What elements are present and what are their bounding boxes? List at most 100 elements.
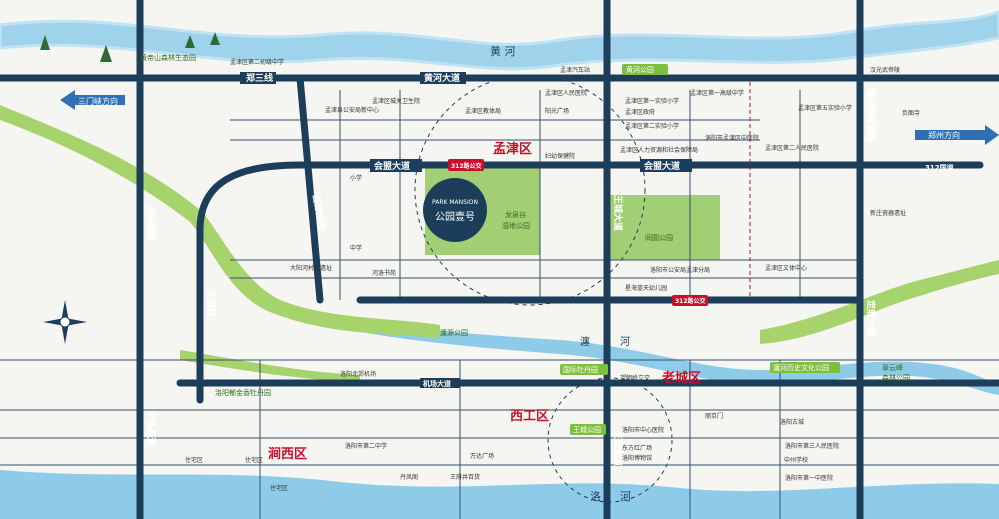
- park-cuiyunfeng: 翠云峰: [882, 363, 903, 372]
- tree-decorations: [40, 32, 220, 62]
- poi-laocheng-hospital: 孟津区第二人民医院: [765, 144, 819, 152]
- arrow-zhengzhou-icon: [915, 125, 999, 145]
- poi-mj-police: 孟津县公安局新中心: [325, 106, 379, 114]
- poi-shangcheng: 洛阳市中心医院: [622, 426, 664, 434]
- yellow-river-label: 黄 河: [490, 44, 516, 58]
- park-huangdi: 黄帝山森林生态园: [140, 53, 196, 62]
- luo-river-label-right: 河: [620, 490, 631, 503]
- poi-zhongzhou-school: 中州学校: [784, 456, 808, 464]
- district-xigong: 西工区: [510, 409, 549, 424]
- poi-danfeng: 丹凤阁: [400, 473, 418, 481]
- poi-zhuzhai-3: 住宅区: [270, 484, 288, 492]
- arrow-sanmenxia-icon: [60, 90, 125, 110]
- poi-dongfangzhong: 洛阳市第一中医院: [785, 474, 833, 482]
- district-jianxi: 涧西区: [268, 446, 307, 462]
- tongyuan-park-area: [610, 195, 720, 260]
- road-label-312-guodao: 312国道: [925, 163, 954, 172]
- green-belt-left: [0, 105, 440, 338]
- road-label-jichang: 机场大道: [423, 379, 451, 388]
- park-longquan: 龙泉谷: [505, 210, 526, 219]
- poi-luoyi: 洛阳古城: [780, 418, 804, 426]
- poi-mj-middle: 孟津区城关卫生院: [372, 97, 420, 105]
- park-huanghe: 黄河公园: [626, 65, 654, 74]
- poi-bailu: 负图寺: [902, 109, 920, 117]
- road-label-dingding: 定鼎大道: [865, 299, 877, 336]
- luo-river-label-left: 洛: [590, 489, 601, 503]
- road-label-jiluo: 济洛高速: [145, 205, 157, 241]
- park-luoyang-peony: 洛阳郁金香牡丹园: [215, 388, 271, 397]
- poi-xinzhuang: 新庄瓷器遗址: [870, 209, 906, 217]
- poi-xingyu: 星海蓝天幼儿园: [625, 284, 667, 292]
- poi-layer: 孟津汽车站 孟津区第二初级中学 孟津县公安局新中心 孟津区城关卫生院 孟津区教体…: [185, 58, 920, 492]
- poi-mengjin-hospital: 孟津区人民医院: [545, 89, 587, 97]
- poi-mengjin-wenti: 孟津区文体中心: [765, 264, 807, 272]
- road-label-huanghe: 黄河大道: [424, 72, 460, 84]
- poi-wangfujing: 王府井百货: [450, 473, 480, 481]
- poi-lijing: 丽京门: [705, 412, 723, 420]
- chan-river-label-right: 河: [620, 336, 630, 348]
- project-marker[interactable]: [423, 178, 487, 242]
- park-cuiyunfeng-forest: 森林公园: [882, 373, 910, 382]
- poi-mj-exp-school: 孟津区第二实验小学: [625, 122, 679, 130]
- poi-hospital-3: 洛阳市第三人民医院: [785, 442, 839, 450]
- park-mudan: 国际牡丹园: [563, 365, 598, 374]
- district-mengjin: 孟津区: [493, 141, 532, 157]
- poi-mj-women: 妇幼保健院: [545, 152, 575, 160]
- poi-zhong-school: 中学: [350, 244, 362, 252]
- road-label-wangcheng-bottom: 王城大道: [612, 430, 624, 466]
- project-name-en: PARK MANSION: [432, 199, 478, 206]
- road-label-zhengsanxian: 郑三线: [246, 72, 273, 84]
- road-label-wangchang: 王常线: [205, 290, 217, 317]
- minor-road-grid: [0, 90, 999, 519]
- poi-mj-first-middle: 孟津区第一高级中学: [690, 89, 744, 97]
- green-belt-right: [760, 260, 999, 344]
- road-label-ningluo: 宁洛高速: [145, 410, 157, 446]
- poi-mengjin-bus: 孟津汽车站: [560, 66, 590, 74]
- poi-airport: 洛阳北郊机场: [340, 370, 376, 378]
- road-labels: 郑三线 黄河大道 会盟大道 会盟大道 济洛高速 宁洛高速 洛吉快速通路 定鼎大道…: [145, 72, 954, 466]
- poi-zhuzhai-1: 住宅区: [185, 456, 203, 464]
- poi-wanda-plaza: 万达广场: [470, 452, 494, 460]
- poi-heluo-book: 河洛书苑: [372, 269, 396, 277]
- compass-icon: [43, 300, 87, 344]
- poi-hanguang: 汉光武帝陵: [870, 66, 900, 74]
- park-jianyuan: 瀍源公园: [440, 328, 468, 337]
- park-wangcheng: 王城公园: [573, 426, 601, 434]
- park-jianhe-culture: 瀍河历史文化公园: [773, 363, 829, 372]
- poi-heping: 洛阳市第二中学: [345, 442, 387, 450]
- poi-xiangcun: 孟津区第五实验小学: [798, 104, 852, 112]
- chan-river: [360, 320, 999, 395]
- poi-yangguang: 阳光广场: [545, 107, 569, 115]
- green-belt-south: [180, 350, 360, 382]
- direction-zhengzhou: 郑州方向: [928, 130, 960, 140]
- poi-gongan: 洛阳市公安局孟津分局: [650, 266, 710, 274]
- bus-badge-312-1: 312路公交: [451, 162, 482, 170]
- poi-renli: 孟津区人力资源和社会保障局: [620, 146, 698, 154]
- luo-river: [0, 470, 999, 519]
- direction-sanmenxia: 三门峡方向: [78, 96, 118, 106]
- bus-badge-312-2: 312路公交: [675, 297, 706, 305]
- poi-xiao-school: 小学: [350, 174, 362, 182]
- poi-jinhua-school: 孟津区第二初级中学: [230, 58, 284, 66]
- radius-circle-1: [414, 74, 646, 306]
- park-longquan-wetland: 湿地公园: [502, 221, 530, 230]
- road-label-huimeng-left: 会盟大道: [374, 160, 410, 172]
- poi-dongfang: 东方红广场: [622, 444, 652, 452]
- road-label-wangcheng-top: 王城大道: [612, 195, 624, 231]
- poi-wanda: 孟津区教体局: [465, 107, 501, 115]
- project-name-cn: 公园壹号: [435, 210, 475, 223]
- poi-zhuzhai-2: 住宅区: [245, 456, 263, 464]
- poi-mj-zhong-hospital: 洛阳市孟津区中医院: [705, 134, 759, 142]
- poi-mengjin-gov: 孟津区政府: [625, 108, 655, 116]
- park-tongyuan: 同圆公园: [645, 234, 673, 242]
- poi-luoyang-bowu: 洛阳博物馆: [622, 454, 652, 462]
- district-laocheng: 老城区: [661, 370, 701, 386]
- poi-dayang-site: 大阳河村古遗址: [290, 264, 332, 272]
- chan-river-label-left: 瀍: [580, 335, 590, 348]
- poi-chengbei-school: 孟津区第一实验小学: [625, 97, 679, 105]
- road-label-luoji: 洛吉快速通路: [865, 88, 877, 143]
- road-label-huimeng-right: 会盟大道: [644, 160, 680, 172]
- poi-wanglaoshan: 望朝岭立交: [620, 374, 650, 382]
